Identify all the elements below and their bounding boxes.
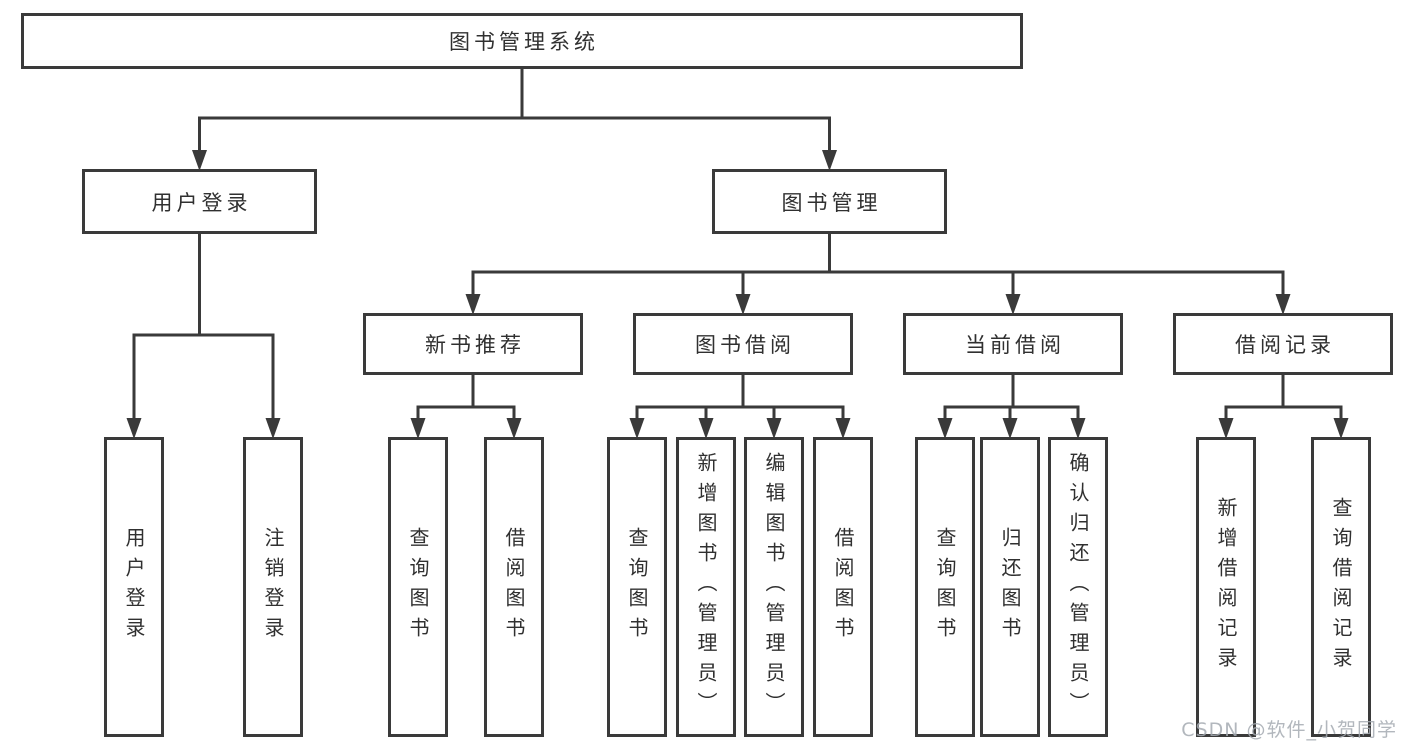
arrow-down-icon [410,418,426,439]
watermark: CSDN @软件_小贺同学 [1181,719,1397,741]
arrow-down-icon [822,150,837,171]
diagram-node-borrow-records: 借阅记录 [1173,313,1393,375]
diagram-node-current-borrow: 当前借阅 [903,313,1123,375]
node-label: 新增借阅记录 [1214,497,1238,677]
diagram-node-leaf-cb-query: 查询图书 [915,437,975,737]
node-label: 查询图书 [406,527,430,647]
diagram-node-book-mgmt: 图书管理 [712,169,947,234]
diagram-node-leaf-bb-add: 新增图书（管理员） [676,437,736,737]
diagram-node-root: 图书管理系统 [21,13,1023,69]
arrow-down-icon [1002,418,1018,439]
node-label: 编辑图书（管理员） [762,452,786,722]
diagram-node-book-borrow: 图书借阅 [633,313,853,375]
arrow-down-icon [192,150,207,171]
diagram-node-leaf-bb-query: 查询图书 [607,437,667,737]
node-label: 查询图书 [625,527,649,647]
diagram-node-new-book-rec: 新书推荐 [363,313,583,375]
node-label: 确认归还（管理员） [1066,452,1090,722]
node-label: 查询借阅记录 [1329,497,1353,677]
node-label: 新书推荐 [425,333,525,357]
arrow-down-icon [698,418,714,439]
diagram-node-leaf-br-query: 查询借阅记录 [1311,437,1371,737]
arrow-down-icon [465,294,481,315]
node-label: 用户登录 [122,527,146,647]
arrow-down-icon [126,418,142,439]
arrow-down-icon [1275,294,1291,315]
diagram-node-leaf-logout: 注销登录 [243,437,303,737]
diagram-node-leaf-cb-return: 归还图书 [980,437,1040,737]
arrow-down-icon [629,418,645,439]
node-label: 当前借阅 [965,333,1065,357]
node-label: 新增图书（管理员） [694,452,718,722]
arrow-down-icon [1218,418,1234,439]
arrow-down-icon [265,418,281,439]
node-label: 借阅图书 [502,527,526,647]
arrow-down-icon [735,294,751,315]
diagram-node-leaf-nbr-query: 查询图书 [388,437,448,737]
arrow-down-icon [1070,418,1086,439]
arrow-down-icon [1005,294,1021,315]
arrow-down-icon [1333,418,1349,439]
node-label: 借阅图书 [831,527,855,647]
node-label: 查询图书 [933,527,957,647]
arrow-down-icon [506,418,522,439]
node-label: 注销登录 [261,527,285,647]
diagram-node-leaf-bb-edit: 编辑图书（管理员） [744,437,804,737]
diagram-node-leaf-nbr-borrow: 借阅图书 [484,437,544,737]
diagram-node-leaf-cb-confirm: 确认归还（管理员） [1048,437,1108,737]
node-label: 图书管理系统 [449,30,599,54]
node-label: 图书管理 [781,190,882,215]
diagram-node-leaf-user-login: 用户登录 [104,437,164,737]
node-label: 借阅记录 [1235,333,1335,357]
diagram-node-leaf-bb-borrow: 借阅图书 [813,437,873,737]
diagram-node-leaf-br-add: 新增借阅记录 [1196,437,1256,737]
arrow-down-icon [766,418,782,439]
arrow-down-icon [835,418,851,439]
node-label: 用户登录 [151,190,252,215]
arrow-down-icon [937,418,953,439]
node-label: 图书借阅 [695,333,795,357]
diagram-node-user-login: 用户登录 [82,169,317,234]
node-label: 归还图书 [998,527,1022,647]
